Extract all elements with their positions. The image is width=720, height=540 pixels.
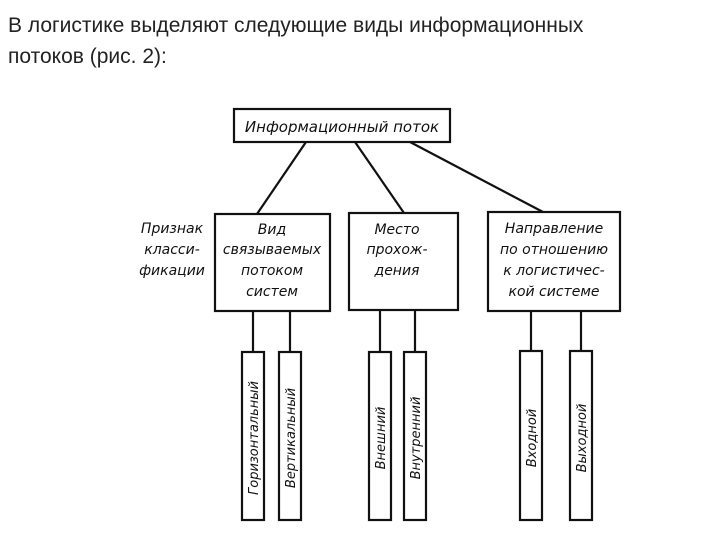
category-1-line-3: потоком	[241, 263, 303, 279]
heading-line-1: В логистике выделяют следующие виды инфо…	[8, 14, 584, 37]
type-label-external: Внешний	[374, 407, 389, 470]
root-box	[232, 107, 452, 144]
criterion-line-2: класси-	[144, 242, 200, 258]
category-box-1	[213, 212, 332, 313]
category-3-line-3: к логистичес-	[503, 263, 604, 279]
category-box-3	[486, 210, 622, 313]
criterion-line-1: Признак	[141, 221, 204, 237]
type-label-vertical: Вертикальный	[284, 388, 299, 488]
category-1-line-4: систем	[246, 284, 298, 300]
category-2-line-1: Место	[374, 222, 419, 238]
category-2-label: Место прохож- дения	[366, 222, 427, 279]
connector-root-cat3	[409, 141, 544, 213]
criterion-line-3: фикации	[139, 263, 205, 279]
category-1-label: Вид связываемых потоком систем	[223, 222, 322, 300]
type-box-horizontal	[240, 350, 266, 522]
type-label-horizontal: Горизонтальный	[247, 381, 262, 495]
category-3-label: Направление по отношению к логистичес- к…	[500, 221, 608, 300]
type-box-incoming	[518, 349, 544, 522]
category-1-line-1: Вид	[258, 222, 286, 238]
connector-root-cat1	[256, 141, 307, 215]
type-box-internal	[402, 350, 428, 522]
type-box-vertical	[277, 350, 303, 522]
connector-root-cat2	[354, 141, 405, 214]
category-3-line-1: Направление	[505, 221, 603, 237]
category-1-line-2: связываемых	[223, 242, 322, 258]
type-box-external	[367, 350, 393, 522]
criterion-label: Признак класси- фикации	[139, 221, 205, 279]
category-3-line-4: кой системе	[508, 284, 599, 300]
category-2-line-2: прохож-	[366, 242, 427, 258]
category-2-line-3: дения	[374, 263, 420, 279]
type-box-outgoing	[568, 349, 594, 522]
category-3-line-2: по отношению	[500, 242, 608, 258]
heading-line-2: потоков (рис. 2):	[8, 45, 167, 68]
type-label-incoming: Входной	[525, 409, 540, 467]
type-label-internal: Внутренний	[409, 397, 424, 480]
category-box-2	[347, 211, 460, 312]
root-label: Информационный поток	[245, 118, 439, 136]
type-label-outgoing: Выходной	[575, 404, 590, 473]
slide-heading: В логистике выделяют следующие виды инфо…	[8, 10, 708, 72]
